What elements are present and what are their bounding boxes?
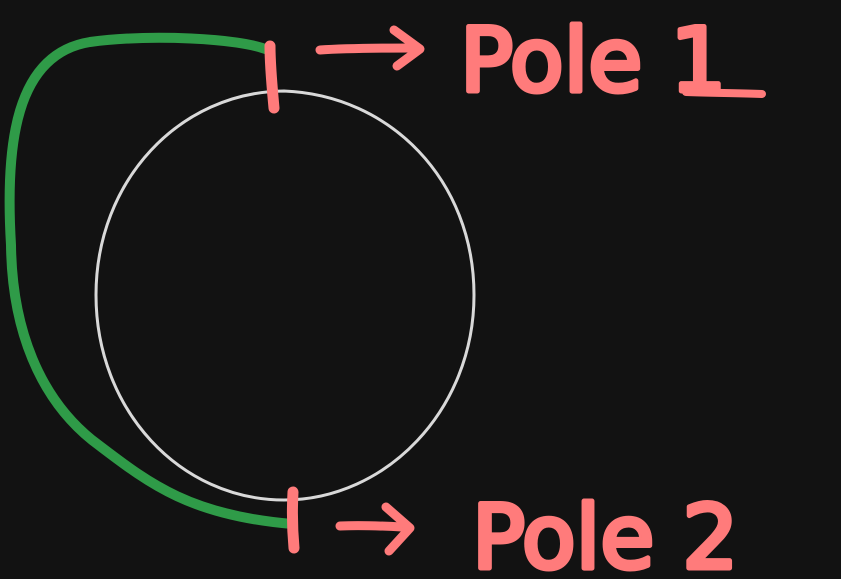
pole-2-marker (286, 486, 300, 554)
circle-outline (94, 89, 476, 502)
pole-2-arrow (335, 502, 415, 556)
pole-1-arrow (315, 25, 425, 71)
connecting-wire (4, 32, 297, 529)
pole-2-label: Pole 2 (472, 486, 738, 579)
pole-1-marker (264, 40, 280, 114)
pole-1-label: Pole 1 (460, 9, 726, 112)
pole-1-label-flourish (682, 88, 766, 98)
